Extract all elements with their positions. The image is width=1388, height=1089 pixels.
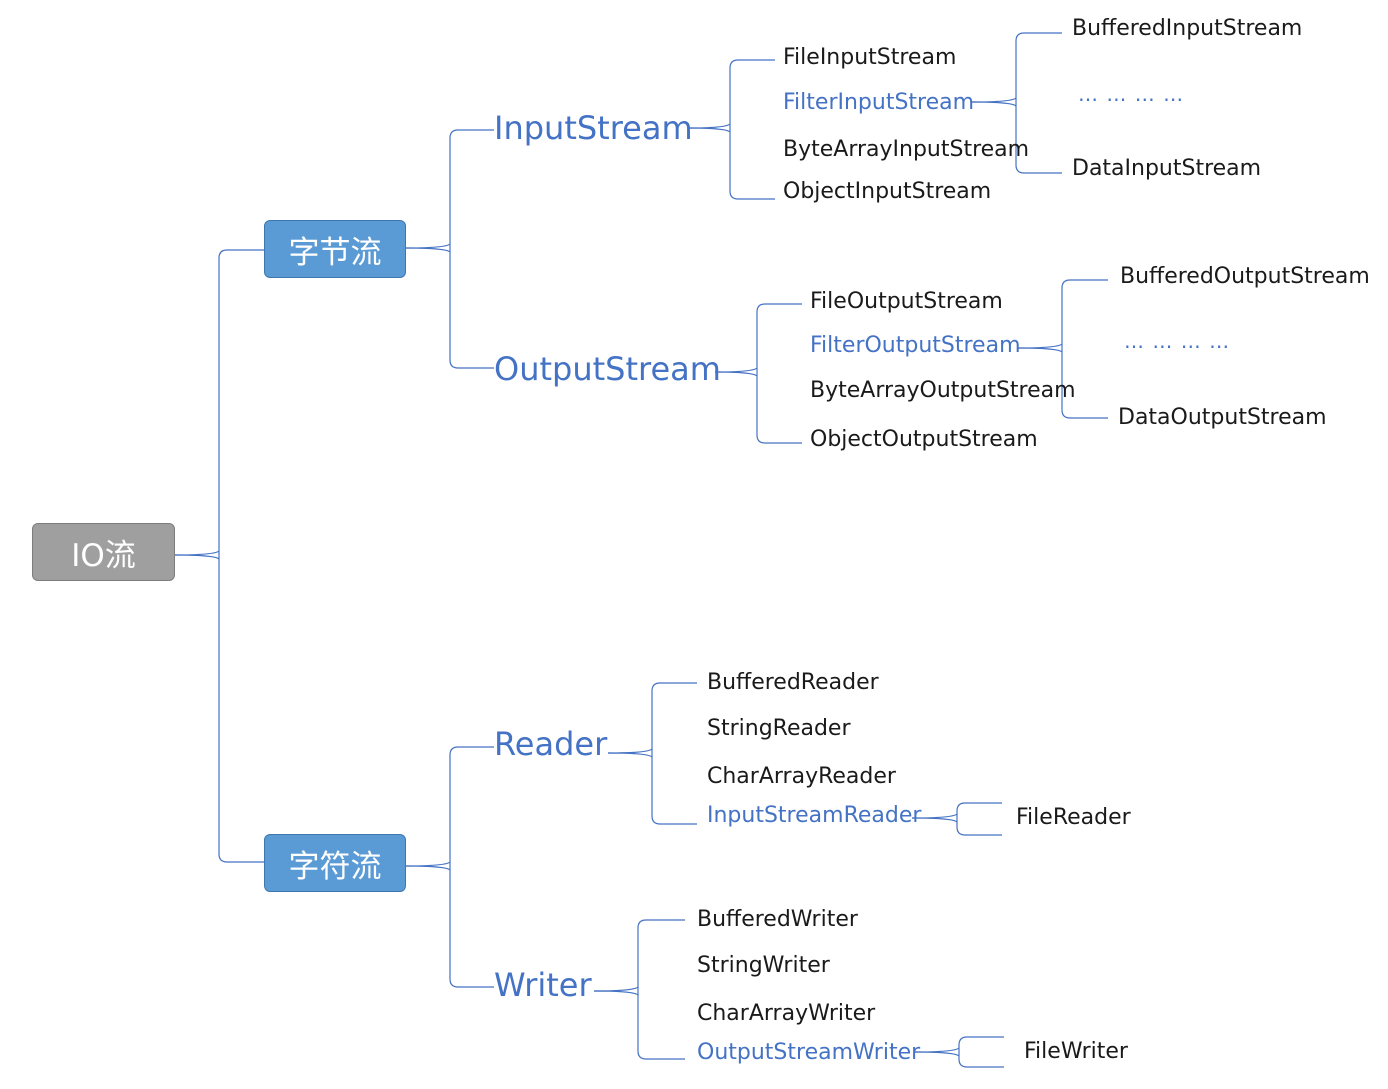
connector-50	[637, 1050, 685, 1060]
objectoutputstream-node[interactable]: ObjectOutputStream	[810, 427, 1038, 452]
inputstream-node[interactable]: InputStream	[494, 109, 693, 147]
byte-stream-label: 字节流	[288, 234, 382, 271]
connector-19	[729, 59, 775, 69]
connector-51	[913, 1047, 960, 1053]
connector-12	[403, 865, 451, 871]
dataoutputstream-node[interactable]: DataOutputStream	[1118, 405, 1327, 430]
connector-5	[218, 853, 264, 863]
outputstream-node[interactable]: OutputStream	[494, 350, 721, 388]
connector-30	[756, 434, 802, 444]
connector-29	[756, 303, 802, 313]
connector-39	[651, 682, 697, 692]
filteroutputstream-node[interactable]: FilterOutputStream	[810, 333, 1021, 358]
connector-42	[911, 817, 958, 823]
connector-49	[637, 919, 685, 929]
connector-17	[686, 127, 731, 133]
stringwriter-node[interactable]: StringWriter	[697, 953, 830, 978]
connector-54	[958, 1036, 1004, 1046]
connector-40	[651, 815, 697, 825]
connector-34	[1061, 279, 1108, 289]
fileoutputstream-node[interactable]: FileOutputStream	[810, 289, 1003, 314]
bufferedinputstream-node[interactable]: BufferedInputStream	[1072, 16, 1303, 41]
connector-20	[729, 190, 775, 200]
inputstreamreader-node[interactable]: InputStreamReader	[707, 803, 922, 828]
writer-node[interactable]: Writer	[494, 966, 592, 1004]
connector-35	[1061, 409, 1108, 419]
stringreader-node[interactable]: StringReader	[707, 716, 851, 741]
output-ellipsis: … … … …	[1124, 329, 1231, 353]
connector-52	[913, 1051, 960, 1057]
connector-45	[956, 826, 1002, 836]
bytearrayinputstream-node[interactable]: ByteArrayInputStream	[783, 137, 1030, 162]
connector-14	[449, 746, 494, 756]
connector-44	[956, 802, 1002, 812]
byte-stream-node[interactable]: 字节流	[264, 220, 406, 278]
outputstreamwriter-node[interactable]: OutputStreamWriter	[697, 1040, 921, 1065]
connector-2	[172, 554, 220, 560]
connector-55	[958, 1058, 1004, 1068]
filereader-node[interactable]: FileReader	[1016, 805, 1131, 830]
bytearrayoutputstream-node[interactable]: ByteArrayOutputStream	[810, 378, 1076, 403]
connector-1	[172, 550, 220, 556]
connector-16	[686, 123, 731, 129]
connector-32	[1016, 347, 1063, 353]
connector-47	[593, 990, 639, 996]
chararrayreader-node[interactable]: CharArrayReader	[707, 764, 896, 789]
connector-15	[449, 978, 494, 988]
char-stream-node[interactable]: 字符流	[264, 834, 406, 892]
connector-6	[403, 243, 451, 249]
filewriter-node[interactable]: FileWriter	[1024, 1039, 1128, 1064]
connector-26	[714, 367, 758, 373]
connector-31	[1016, 343, 1063, 349]
connector-37	[607, 752, 653, 758]
connector-7	[403, 247, 451, 253]
chararraywriter-node[interactable]: CharArrayWriter	[697, 1001, 876, 1026]
connector-4	[218, 249, 264, 259]
reader-node[interactable]: Reader	[494, 725, 608, 763]
input-ellipsis: … … … …	[1078, 82, 1185, 106]
char-stream-label: 字符流	[288, 848, 382, 885]
root-node-label: IO流	[71, 537, 136, 574]
root-node-io[interactable]: IO流	[32, 523, 175, 581]
datainputstream-node[interactable]: DataInputStream	[1072, 156, 1262, 181]
connector-46	[593, 986, 639, 992]
connector-21	[971, 97, 1017, 103]
connector-22	[971, 101, 1017, 107]
objectinputstream-node[interactable]: ObjectInputStream	[783, 179, 992, 204]
bufferedwriter-node[interactable]: BufferedWriter	[697, 907, 858, 932]
bufferedoutputstream-node[interactable]: BufferedOutputStream	[1120, 264, 1370, 289]
connector-11	[403, 861, 451, 867]
connector-27	[714, 371, 758, 377]
connector-24	[1015, 32, 1062, 42]
connector-9	[449, 129, 494, 139]
fileinputstream-node[interactable]: FileInputStream	[783, 45, 957, 70]
filterinputstream-node[interactable]: FilterInputStream	[783, 90, 975, 115]
connector-25	[1015, 164, 1062, 174]
bufferedreader-node[interactable]: BufferedReader	[707, 670, 879, 695]
connector-10	[449, 359, 494, 369]
connector-36	[607, 748, 653, 754]
